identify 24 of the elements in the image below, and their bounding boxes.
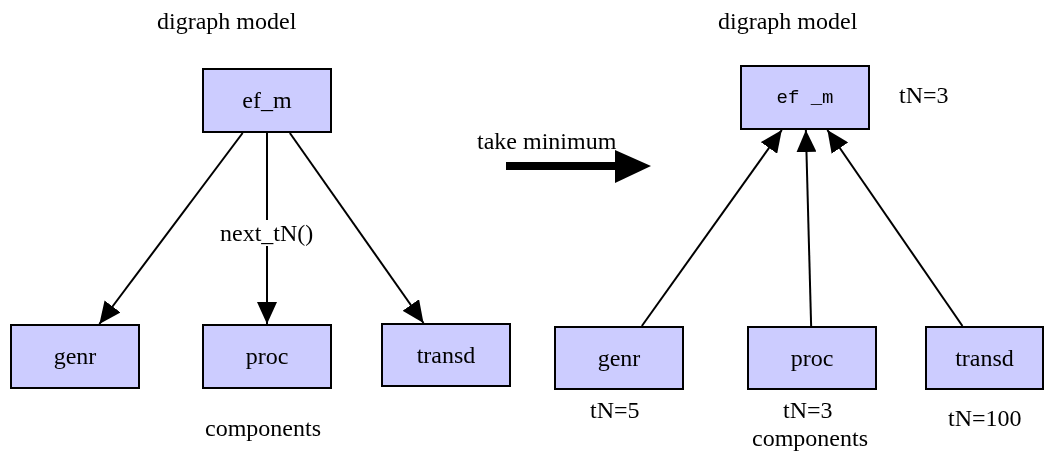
edge-label: next_tN() [220,220,314,247]
component-box: ef_m [202,68,332,133]
diagram-label: components [205,415,321,442]
time-annotation: tN=5 [590,397,640,424]
arrow [796,129,817,327]
component-box: proc [747,326,877,390]
arrow [257,132,277,325]
component-box: genr [10,324,140,389]
component-box: proc [202,324,332,389]
diagram-label: take minimum [477,128,617,155]
time-annotation: tN=3 [899,82,949,109]
arrow [288,132,425,324]
arrow [640,129,783,327]
component-box: genr [554,326,684,390]
diagram-label: digraph model [157,8,297,35]
component-box: ef _m [740,65,870,130]
component-box: transd [925,326,1044,390]
arrow [826,129,964,327]
component-box: transd [381,323,511,387]
time-annotation: tN=100 [948,405,1022,432]
diagram-label: components [752,425,868,452]
time-annotation: tN=3 [783,397,833,424]
diagram-label: digraph model [718,8,858,35]
arrow [98,132,244,325]
